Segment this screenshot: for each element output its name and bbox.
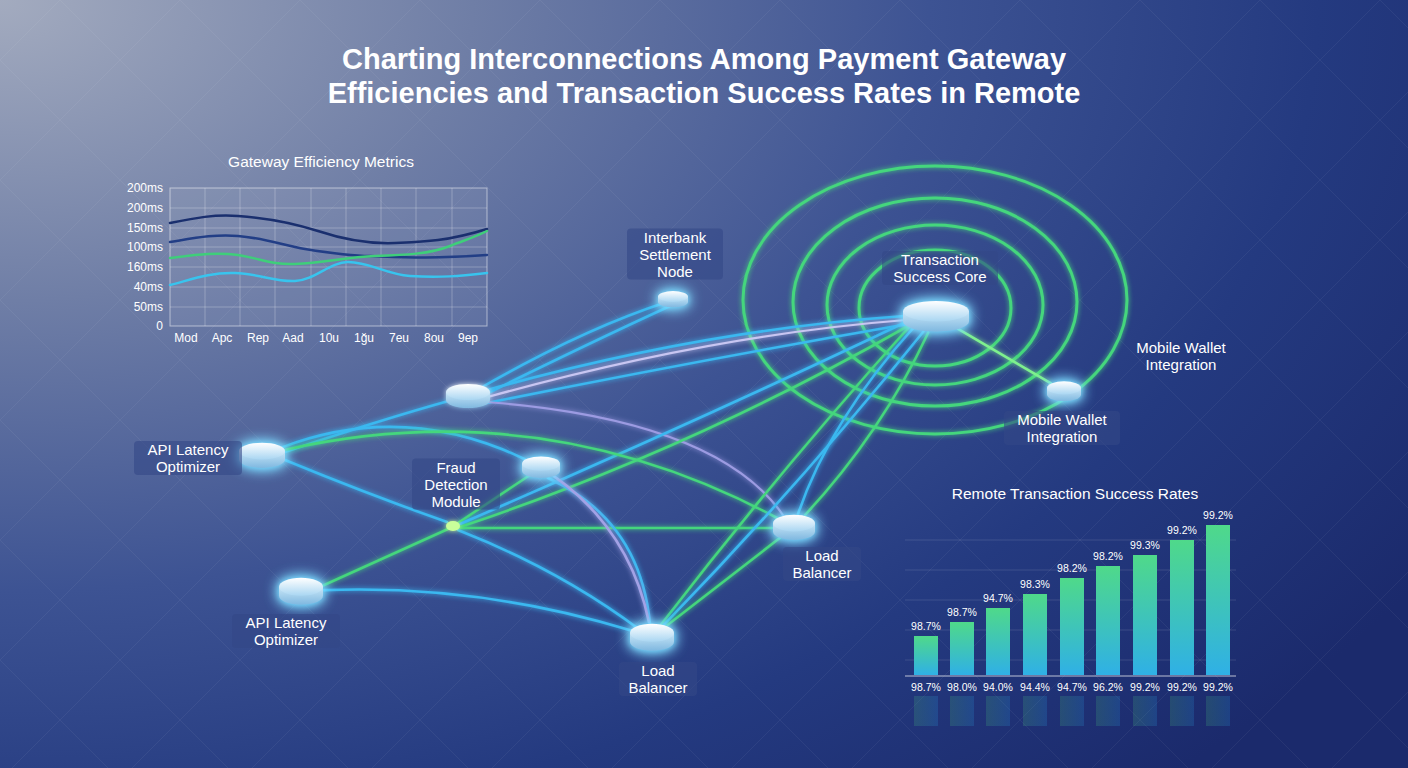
network-node: Interbank Settlement Node (657, 290, 689, 308)
line-chart (170, 188, 487, 326)
node-disc (278, 576, 324, 606)
bar-value: 98.7% (911, 620, 941, 633)
node-label: Load Balancer (783, 547, 861, 581)
network-node: Fraud Detection Module (521, 455, 561, 479)
network-node: API Latency Optimizer (238, 441, 286, 469)
chart-title: Gateway Efficiency Metrics (228, 153, 414, 171)
axis-label: Apc (212, 331, 233, 345)
connector (667, 538, 780, 626)
bar-value: 98.3% (1020, 578, 1050, 591)
bar-value: 99.2% (1203, 509, 1233, 522)
axis-label: 150ms (127, 221, 163, 235)
connector (958, 329, 1051, 383)
chart-title: Remote Transaction Success Rates (952, 485, 1198, 503)
network-node: API Latency Optimizer (278, 576, 324, 606)
bar-axis-label: 98.0% (947, 681, 977, 694)
node-disc (238, 441, 286, 469)
axis-label: 8ou (424, 331, 444, 345)
bar-axis-label: 96.2% (1093, 681, 1123, 694)
bar-value: 98.2% (1057, 562, 1087, 575)
axis-label: Rep (247, 331, 269, 345)
core-rings (743, 166, 1127, 434)
node-label: Transaction Success Core (882, 251, 998, 285)
axis-label: 200ms (127, 201, 163, 215)
bar-chart (905, 525, 1236, 726)
bar-axis-label: 94.0% (983, 681, 1013, 694)
node-label: Mobile Wallet Integration (1004, 411, 1120, 445)
network-node: Transaction Success Core (902, 299, 970, 333)
node-label: API Latency Optimizer (134, 441, 242, 475)
axis-label: 1ğu (354, 331, 374, 345)
node-disc (521, 455, 561, 479)
node-disc (1046, 380, 1082, 402)
axis-label: 100ms (127, 240, 163, 254)
bar-axis-label: 98.7% (911, 681, 941, 694)
bar-value: 98.2% (1093, 550, 1123, 563)
bar-value: 98.7% (947, 606, 977, 619)
network-node: Load Balancer (772, 513, 816, 541)
axis-label: Aad (282, 331, 303, 345)
node-disc (657, 290, 689, 308)
axis-label: 10u (319, 331, 339, 345)
connector (554, 476, 649, 622)
bar-axis-label: 99.2% (1130, 681, 1160, 694)
axis-label: 160ms (127, 260, 163, 274)
node-disc (772, 513, 816, 541)
floating-label: Mobile Wallet Integration (1125, 339, 1237, 373)
node-label: Fraud Detection Module (412, 459, 500, 510)
bar-axis-label: 99.2% (1167, 681, 1197, 694)
axis-label: 50ms (134, 300, 163, 314)
bar-axis-label: 94.4% (1020, 681, 1050, 694)
bar-axis-label: 99.2% (1203, 681, 1233, 694)
diagram-title: Charting Interconnections Among Payment … (284, 42, 1124, 110)
node-disc (629, 622, 675, 652)
bar-value: 99.3% (1130, 539, 1160, 552)
bar-value: 99.2% (1167, 524, 1197, 537)
axis-label: 7eu (389, 331, 409, 345)
axis-label: Mod (174, 331, 197, 345)
axis-label: 200ms (127, 181, 163, 195)
node-label: API Latency Optimizer (232, 614, 340, 648)
axis-label: 40ms (134, 280, 163, 294)
node-label: Load Balancer (619, 662, 697, 696)
bar-value: 94.7% (983, 592, 1013, 605)
axis-label: 0 (156, 319, 163, 333)
connector (324, 589, 631, 630)
connector (284, 432, 777, 518)
connector (805, 333, 928, 515)
axis-label: 9ep (458, 331, 478, 345)
node-disc (902, 299, 970, 333)
network-node: Load Balancer (629, 622, 675, 652)
network-node: Mobile Wallet Integration (1046, 380, 1082, 402)
network-lines (285, 302, 915, 630)
bar-axis-label: 94.7% (1057, 681, 1087, 694)
node-label: Interbank Settlement Node (627, 229, 723, 280)
connector (664, 332, 923, 625)
